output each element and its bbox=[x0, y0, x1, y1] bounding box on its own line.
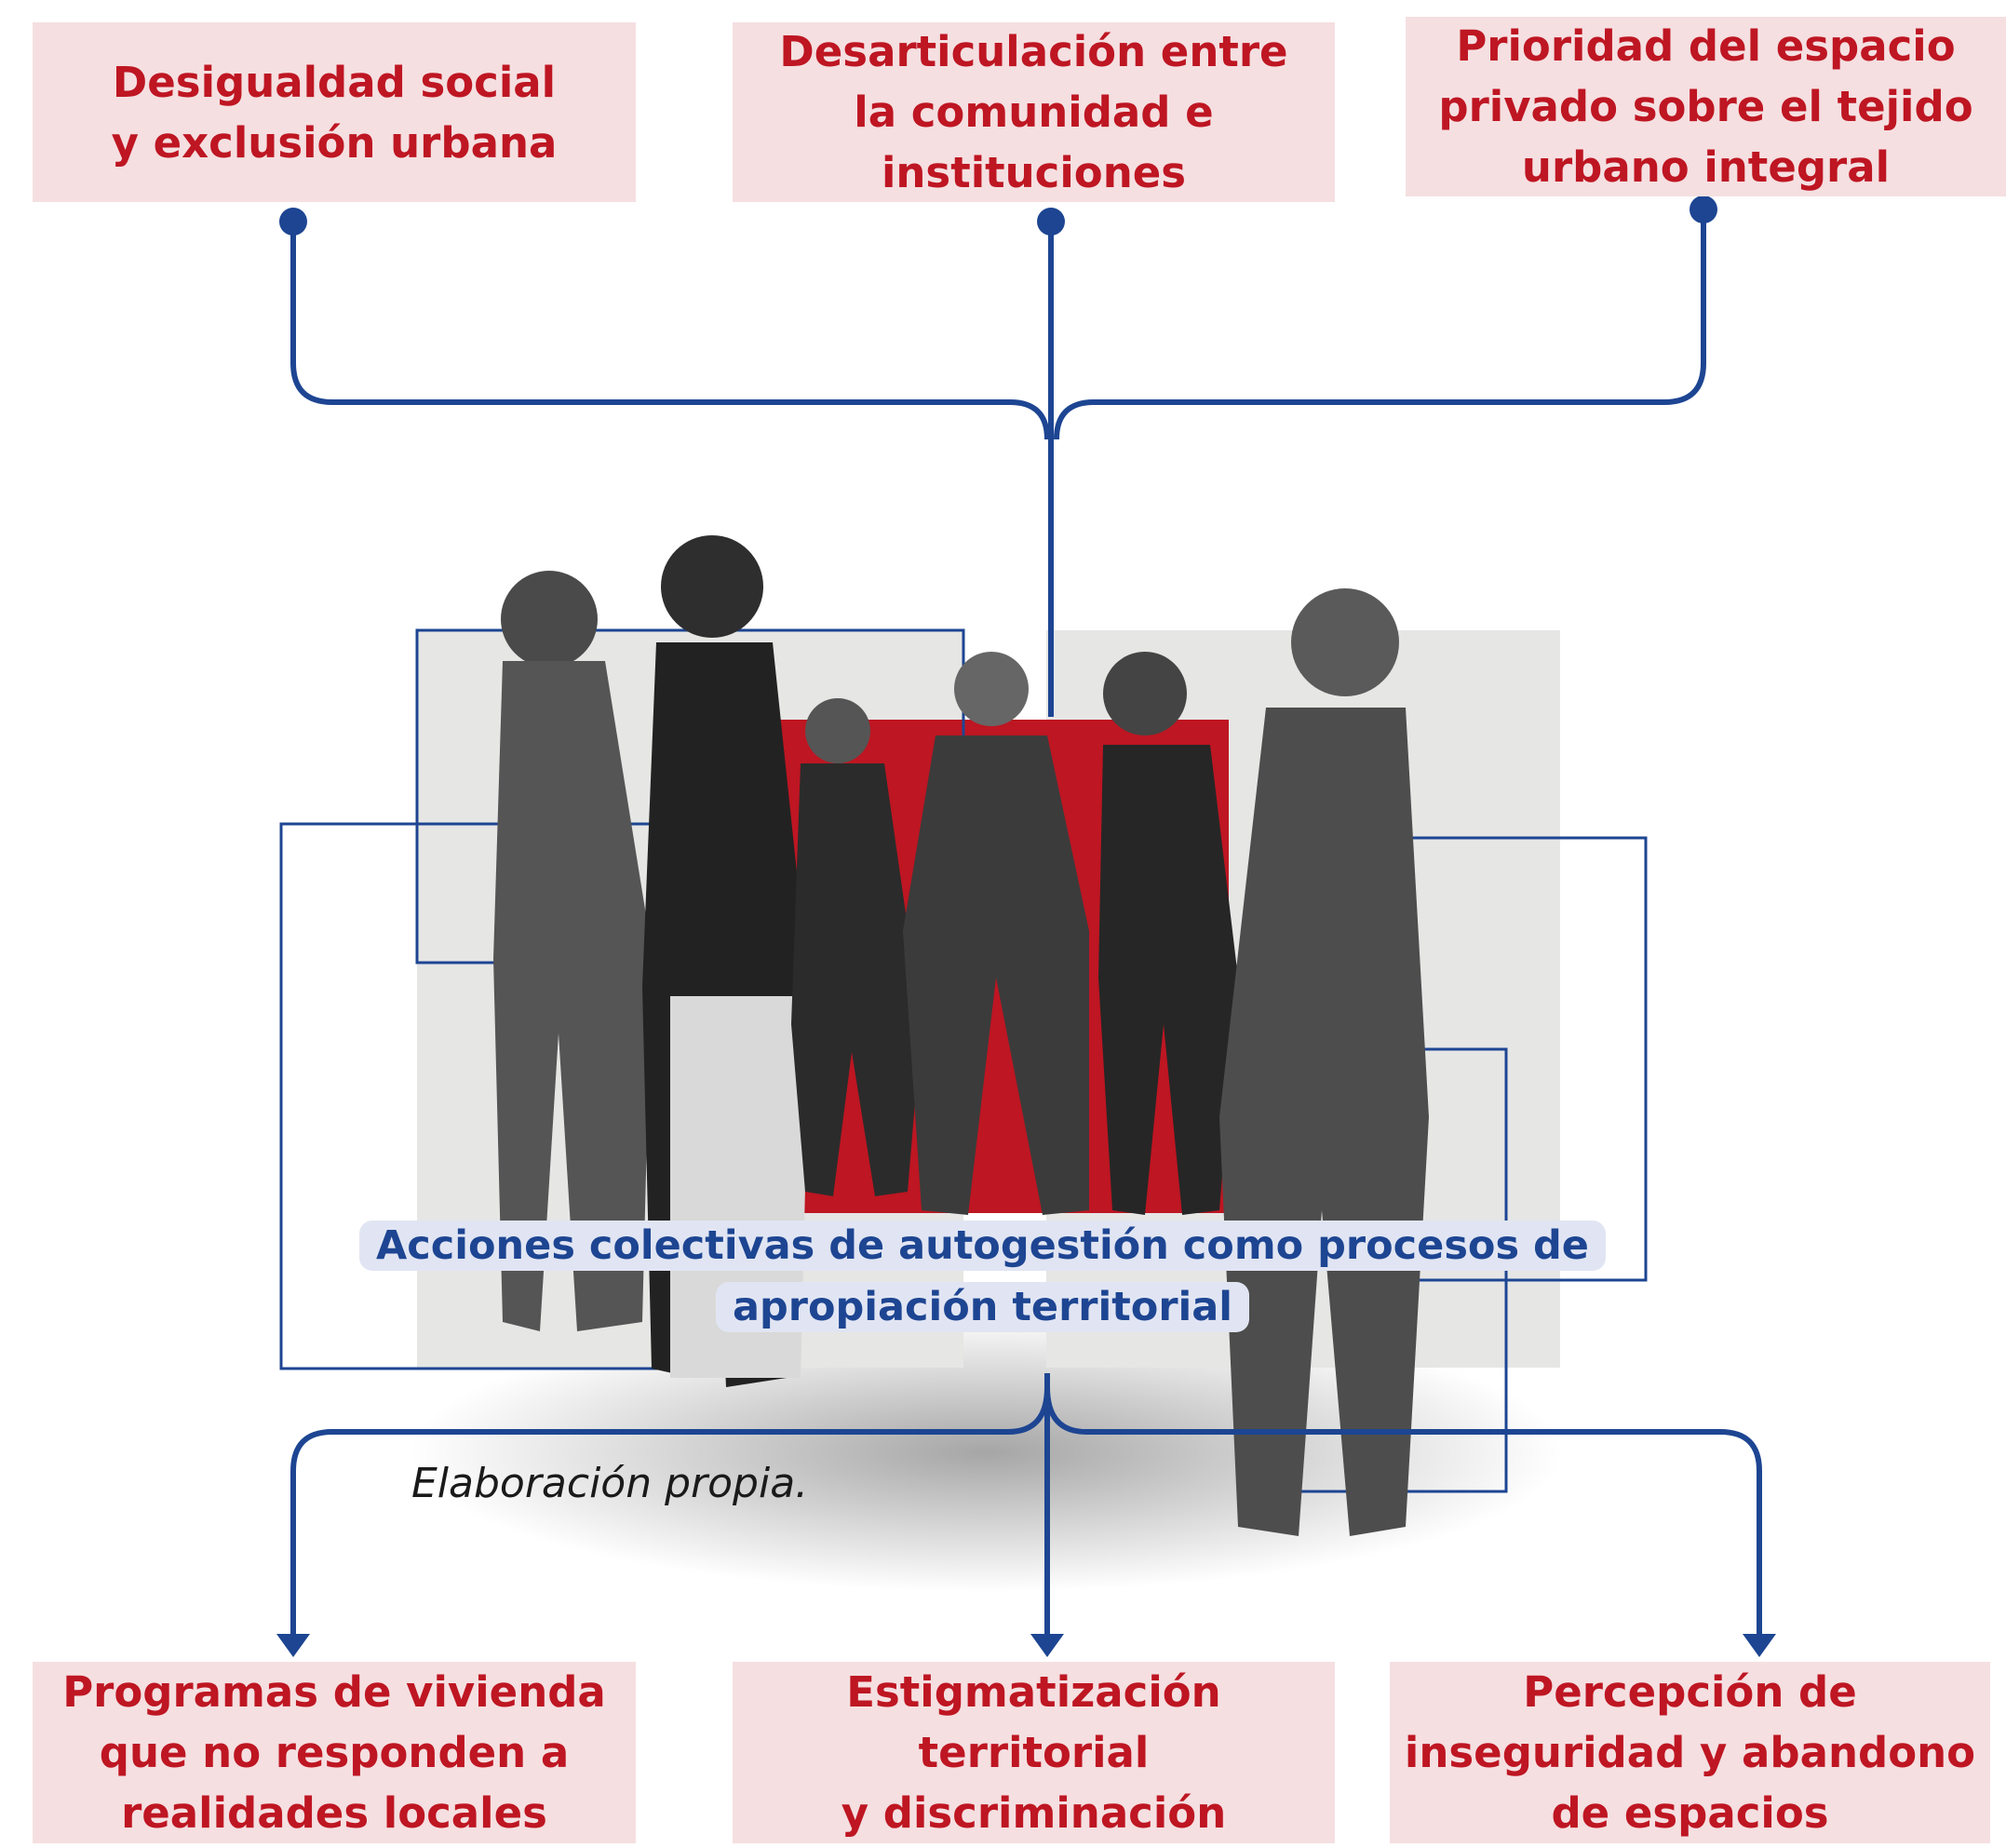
arrow-down-icon bbox=[1743, 1634, 1776, 1657]
arrow-down-icon bbox=[276, 1634, 310, 1657]
box-text-line: privado sobre el tejido bbox=[1438, 82, 1973, 131]
box-text-line: de espacios bbox=[1551, 1788, 1829, 1838]
people-group bbox=[493, 535, 1429, 1536]
person-body bbox=[493, 661, 652, 1331]
box-text-line: urbano integral bbox=[1521, 142, 1891, 192]
person-body bbox=[791, 763, 922, 1196]
effect-box-housing-programs: Programas de vivienda que no responden a… bbox=[33, 1662, 636, 1843]
person-head bbox=[1103, 652, 1187, 735]
person-head bbox=[954, 652, 1029, 726]
connector-dot-left bbox=[279, 208, 307, 236]
connector-top-right bbox=[1054, 209, 1706, 440]
box-text-line: Prioridad del espacio bbox=[1456, 21, 1956, 71]
box-text-line: instituciones bbox=[881, 148, 1187, 197]
box-text-line: que no responden a bbox=[99, 1728, 570, 1777]
connector-bottom-left bbox=[290, 1386, 1050, 1639]
person-body bbox=[1219, 708, 1429, 1536]
center-label-line: apropiación territorial bbox=[715, 1282, 1250, 1332]
center-label: Acciones colectivas de autogestión como … bbox=[343, 1215, 1622, 1338]
arrow-down-icon bbox=[1030, 1634, 1064, 1657]
cause-box-social-inequality: Desigualdad social y exclusión urbana bbox=[33, 22, 636, 202]
box-text-line: y exclusión urbana bbox=[111, 117, 558, 168]
box-text-line: Desarticulación entre bbox=[779, 27, 1288, 76]
connector-bottom-right bbox=[1044, 1386, 1762, 1639]
person-body bbox=[1098, 745, 1238, 1215]
box-text-line: Programas de vivienda bbox=[62, 1667, 606, 1717]
center-label-line: Acciones colectivas de autogestión como … bbox=[359, 1221, 1606, 1271]
box-text-line: y discriminación bbox=[841, 1788, 1227, 1838]
connector-dot-middle bbox=[1037, 208, 1065, 236]
person-head bbox=[1291, 588, 1399, 696]
person-head bbox=[805, 698, 870, 763]
box-text-line: Desigualdad social bbox=[112, 57, 557, 107]
effect-box-stigmatization: Estigmatización territorial y discrimina… bbox=[733, 1662, 1335, 1843]
box-text-line: inseguridad y abandono bbox=[1404, 1728, 1976, 1777]
cause-box-private-space-priority: Prioridad del espacio privado sobre el t… bbox=[1406, 17, 2006, 196]
box-text-line: Percepción de bbox=[1523, 1667, 1857, 1717]
caption: Elaboración propia. bbox=[411, 1460, 809, 1507]
box-text-line: realidades locales bbox=[121, 1788, 547, 1838]
person-head bbox=[661, 535, 763, 638]
person-head bbox=[501, 571, 598, 668]
box-text-line: Estigmatización territorial bbox=[846, 1667, 1221, 1777]
box-text-line: la comunidad e bbox=[854, 88, 1214, 137]
connector-top-left bbox=[290, 222, 1050, 440]
connector-dot-right bbox=[1690, 196, 1717, 223]
effect-box-insecurity: Percepción de inseguridad y abandono de … bbox=[1390, 1662, 1990, 1843]
person-body bbox=[903, 735, 1089, 1215]
cause-box-disarticulation: Desarticulación entre la comunidad e ins… bbox=[733, 22, 1335, 202]
